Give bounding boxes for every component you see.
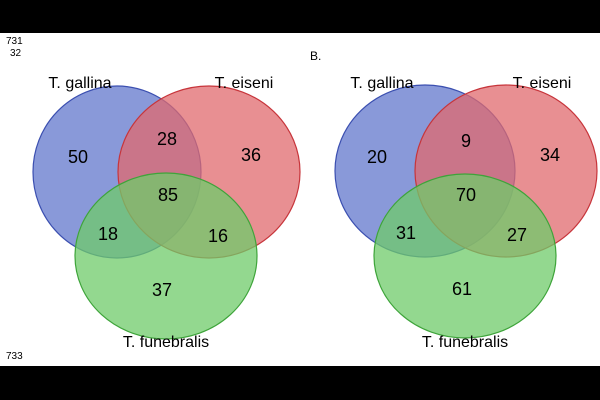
region-only-gallina-a: 50 <box>68 147 88 167</box>
region-gallina-funebralis-a: 18 <box>98 224 118 244</box>
set-label-funebralis-b: T. funebralis <box>422 334 508 351</box>
region-gallina-eiseni-b: 9 <box>461 131 471 151</box>
venn-panel-a: T. gallina T. eiseni T. funebralis 50 36… <box>32 75 301 351</box>
venn-diagrams: T. gallina T. eiseni T. funebralis 50 36… <box>32 75 598 351</box>
region-only-gallina-b: 20 <box>367 147 387 167</box>
line-number-731: 731 <box>6 36 23 47</box>
set-label-eiseni-a: T. eiseni <box>215 75 274 92</box>
region-only-eiseni-b: 34 <box>540 145 560 165</box>
region-all-three-b: 70 <box>456 185 476 205</box>
region-only-funebralis-a: 37 <box>152 280 172 300</box>
figure-page: 731 32 733 B. T. gallina T. eiseni T. fu… <box>0 33 600 366</box>
set-label-funebralis-a: T. funebralis <box>123 334 209 351</box>
line-number-733: 733 <box>6 351 23 362</box>
region-eiseni-funebralis-b: 27 <box>507 225 527 245</box>
set-funebralis-circle-a <box>74 172 258 340</box>
set-label-eiseni-b: T. eiseni <box>513 75 572 92</box>
region-all-three-a: 85 <box>158 185 178 205</box>
set-label-gallina-a: T. gallina <box>48 75 111 92</box>
line-number-732: 32 <box>10 48 22 59</box>
region-gallina-eiseni-a: 28 <box>157 129 177 149</box>
region-only-eiseni-a: 36 <box>241 145 261 165</box>
set-label-gallina-b: T. gallina <box>350 75 413 92</box>
set-funebralis-circle-b <box>373 173 557 339</box>
venn-panel-b: T. gallina T. eiseni T. funebralis 20 34… <box>334 75 598 351</box>
region-only-funebralis-b: 61 <box>452 279 472 299</box>
panel-b-label: B. <box>310 49 322 63</box>
region-gallina-funebralis-b: 31 <box>396 223 416 243</box>
region-eiseni-funebralis-a: 16 <box>208 226 228 246</box>
